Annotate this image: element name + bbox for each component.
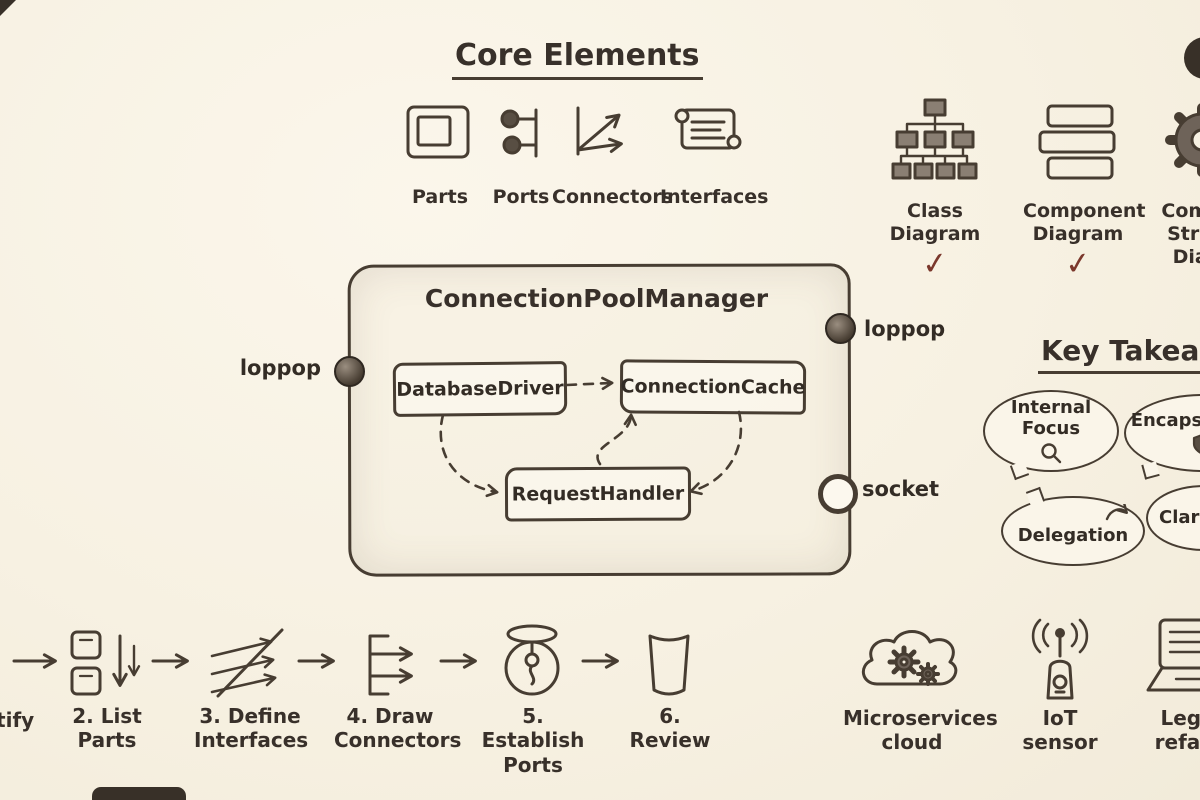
connectors-label: Connectors — [552, 186, 674, 208]
flow-arrow-5 — [581, 653, 619, 669]
magnifier-icon — [1041, 442, 1062, 463]
edge-artifact-top-right — [1184, 37, 1200, 79]
interfaces-label: Interfaces — [660, 186, 769, 208]
part-connection-cache: ConnectionCache — [619, 359, 807, 415]
define-interfaces-icon — [210, 628, 284, 698]
flow-arrow-2 — [151, 653, 189, 669]
port-top-right-dot — [825, 313, 856, 344]
example-legacy-label: Legacy refactor — [1154, 706, 1200, 755]
iot-sensor-icon — [1031, 618, 1089, 700]
step-define-interfaces-label: 3. Define Interfaces — [194, 704, 309, 753]
ports-icon — [500, 108, 538, 158]
component-diagram-check: ✓ — [1063, 244, 1093, 284]
flow-arrow-4 — [439, 653, 477, 669]
bubble-internal-focus: Internal Focus — [983, 390, 1119, 472]
bubble-clarity: Clarity — [1146, 485, 1200, 551]
parts-icon — [406, 105, 470, 159]
step-identify-label: 1. Identify — [0, 708, 35, 732]
step-list-parts-label: 2. List Parts — [72, 704, 142, 753]
bubble-delegation: Delegation — [1001, 496, 1145, 566]
key-takeaways-title: Key Takeaways — [1038, 334, 1200, 374]
port-socket-ring — [818, 474, 858, 514]
port-socket-label: socket — [862, 477, 940, 501]
core-elements-title: Core Elements — [452, 38, 703, 80]
step-draw-connectors-label: 4. Draw Connectors — [334, 704, 462, 753]
connectors-icon — [576, 106, 623, 156]
composite-structure-label: Composite Structure Diagram — [1161, 200, 1200, 269]
bubble-encapsulation-label: Encapsulation — [1130, 409, 1200, 431]
bubble-delegation-label: Delegation — [1017, 524, 1129, 546]
class-diagram-icon — [891, 98, 978, 180]
component-diagram-label: Component Diagram — [1023, 200, 1146, 246]
edge-artifact-bottom-left — [92, 787, 186, 800]
flow-arrow-3 — [297, 653, 335, 669]
corner-artifact-top-left — [0, 0, 16, 16]
flow-arrow-enter — [12, 653, 57, 669]
port-left-dot — [334, 356, 365, 387]
interfaces-icon — [674, 108, 742, 150]
step-review-label: 6. Review — [629, 704, 711, 753]
main-diagram-title: ConnectionPoolManager — [424, 284, 769, 313]
cloud-gears-icon — [861, 630, 958, 686]
laptop-icon — [1146, 618, 1200, 692]
curved-arrow-icon — [1105, 504, 1128, 521]
list-parts-icon — [70, 630, 141, 696]
establish-ports-icon — [504, 624, 560, 696]
gear-icon — [1165, 103, 1200, 177]
draw-connectors-icon — [368, 634, 413, 696]
part-request-handler: RequestHandler — [504, 466, 692, 522]
example-iot-label: IoT sensor — [1022, 706, 1098, 755]
port-top-right-label: loppop — [864, 317, 946, 341]
parts-label: Parts — [412, 186, 468, 208]
class-diagram-label: Class Diagram — [889, 200, 981, 246]
ports-label: Ports — [492, 186, 550, 208]
bubble-clarity-label: Clarity — [1159, 506, 1200, 528]
shield-icon — [1192, 434, 1200, 455]
component-diagram-icon — [1038, 104, 1116, 180]
port-left-label: loppop — [239, 356, 321, 380]
step-establish-ports-label: 5. Establish Ports — [481, 704, 585, 777]
class-diagram-check: ✓ — [920, 244, 950, 284]
bubble-encapsulation: Encapsulation — [1124, 394, 1200, 472]
review-icon — [648, 634, 690, 696]
example-microservices-label: Microservices cloud — [843, 706, 998, 755]
bubble-internal-focus-label: Internal Focus — [1010, 397, 1092, 439]
part-database-driver: DatabaseDriver — [392, 361, 568, 417]
